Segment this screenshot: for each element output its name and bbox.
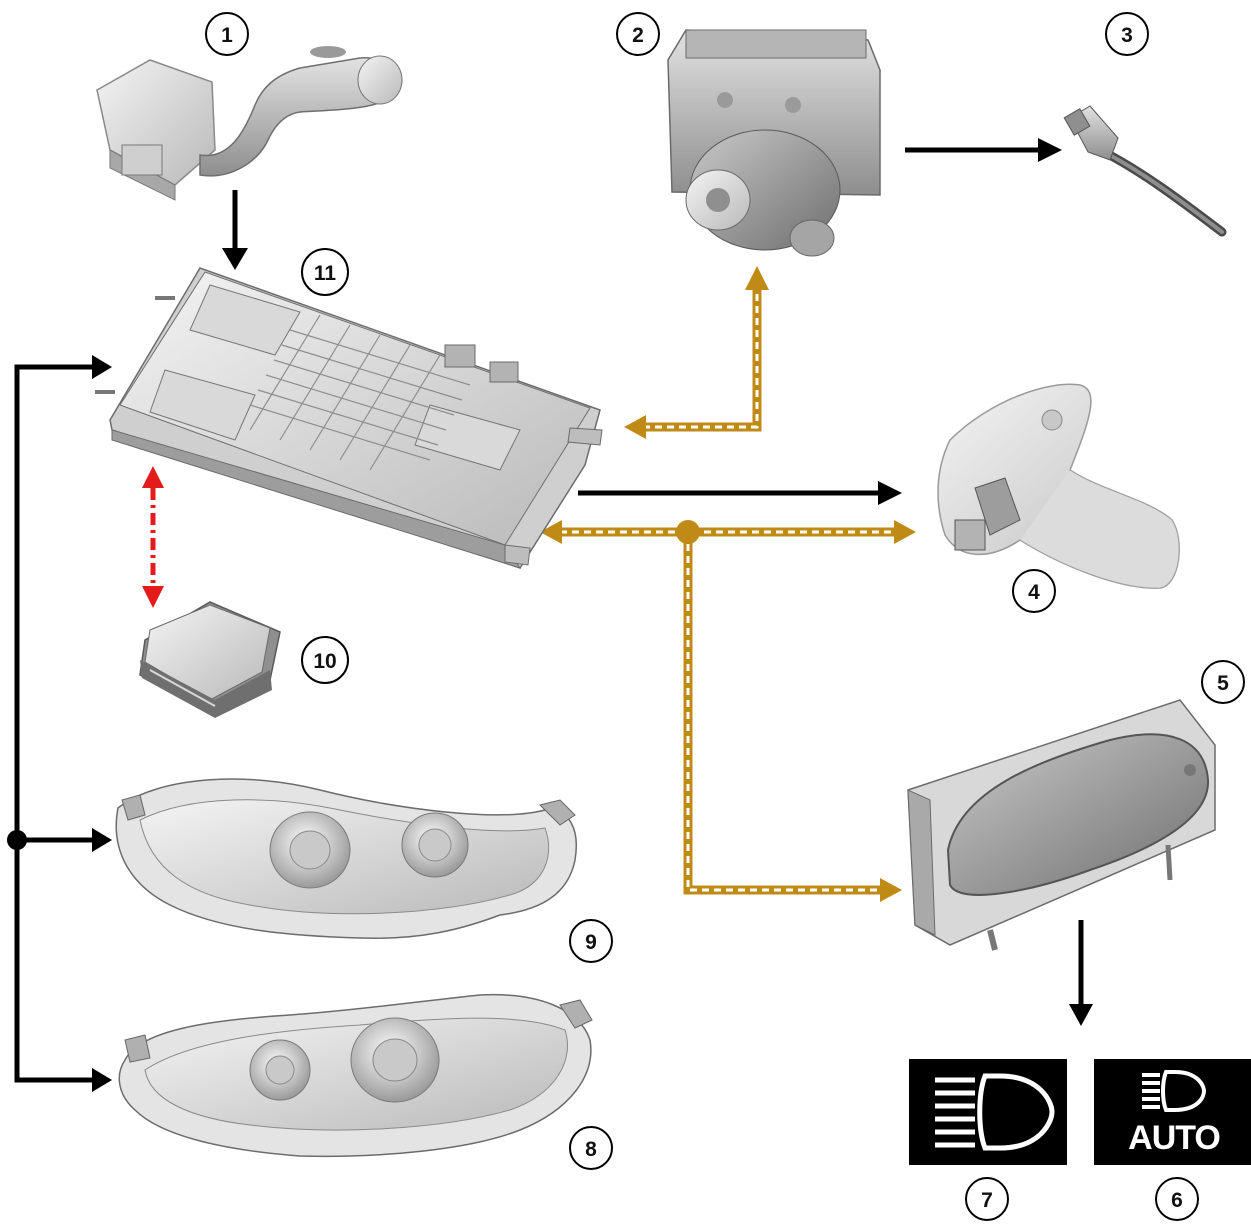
svg-text:6: 6 [1171, 1189, 1183, 1212]
multifunction-switch [97, 46, 402, 200]
callout-8: 8 [570, 1127, 612, 1169]
callout-3: 3 [1106, 13, 1148, 55]
rain-light-sensor [938, 384, 1179, 588]
hardwire-cjb-to-sensor [578, 481, 902, 505]
auto-icon-text: AUTO [1128, 1119, 1220, 1157]
auto-headlamp-warning-icon: AUTO [1094, 1059, 1251, 1165]
callout-10: 10 [302, 637, 348, 683]
can-bus-cjb-network [540, 520, 916, 902]
hardwire-cluster-to-icons [1069, 920, 1093, 1026]
svg-text:11: 11 [314, 262, 337, 285]
svg-text:9: 9 [585, 931, 597, 954]
callout-5: 5 [1202, 661, 1244, 703]
svg-text:8: 8 [585, 1138, 597, 1161]
svg-text:10: 10 [313, 650, 336, 673]
hardwire-left-bus [7, 355, 112, 1092]
svg-text:3: 3 [1121, 24, 1133, 47]
speed-sensor [1064, 106, 1222, 232]
headlamp-right [119, 995, 592, 1157]
headlamp-left [116, 779, 576, 938]
lin-bus-cjb-module [142, 466, 164, 608]
svg-text:2: 2 [632, 24, 644, 47]
can-bus-abs-cjb [624, 266, 769, 439]
callout-9: 9 [570, 920, 612, 962]
callout-6: 6 [1156, 1178, 1198, 1220]
callout-7: 7 [966, 1178, 1008, 1220]
svg-text:7: 7 [981, 1189, 993, 1212]
hardwire-abs-to-sensor [905, 138, 1062, 162]
headlamp-main-beam-icon [909, 1059, 1067, 1165]
hardwire-switch-to-cjb [222, 190, 248, 270]
abs-module [668, 30, 880, 256]
callout-1: 1 [206, 13, 248, 55]
callout-11: 11 [302, 249, 348, 295]
svg-text:5: 5 [1217, 672, 1229, 695]
svg-text:4: 4 [1028, 581, 1040, 604]
lighting-module [140, 602, 280, 718]
callout-4: 4 [1013, 570, 1055, 612]
callout-2: 2 [617, 13, 659, 55]
instrument-cluster [908, 700, 1215, 950]
central-junction-box [95, 268, 602, 568]
svg-text:1: 1 [221, 24, 233, 47]
